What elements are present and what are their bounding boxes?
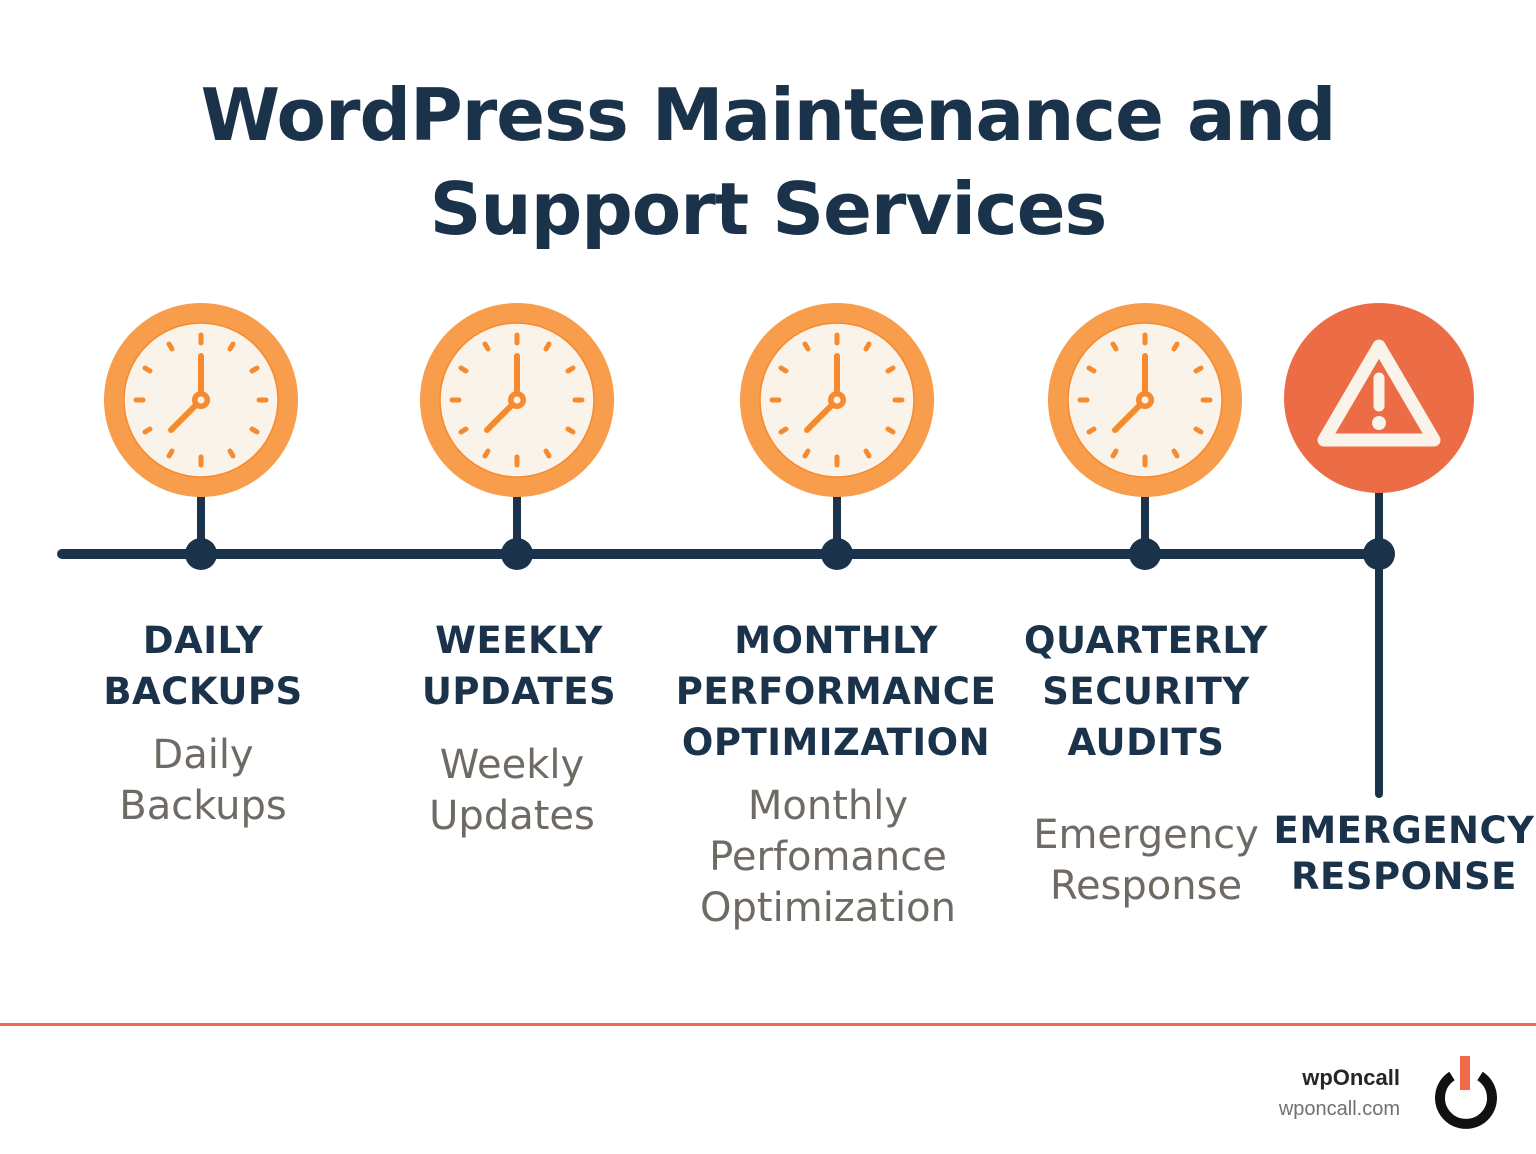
title-line-2: Support Services — [429, 167, 1108, 251]
subtext-line: Weekly — [439, 742, 585, 788]
milestone-subtext-quarterly-security: Emergency Response — [1033, 810, 1259, 912]
brand-block: wpOncall wponcall.com — [1279, 1064, 1400, 1126]
milestone-heading-weekly-updates: WEEKLY UPDATES — [422, 615, 616, 717]
heading-line: AUDITS — [1067, 721, 1225, 764]
milestone-heading-quarterly-security: QUARTERLY SECURITY AUDITS — [1024, 615, 1268, 768]
heading-line: BACKUPS — [103, 670, 303, 713]
heading-line: EMERGENCY — [1273, 809, 1535, 852]
brand-url[interactable]: wponcall.com — [1278, 1098, 1400, 1120]
warning-icon — [1284, 303, 1474, 798]
subtext-line: Response — [1049, 863, 1243, 909]
heading-line: WEEKLY — [435, 619, 603, 662]
subtext-line: Backups — [119, 783, 287, 829]
clock-icon — [1048, 303, 1242, 570]
milestone-heading-monthly-performance: MONTHLY PERFORMANCE OPTIMIZATION — [676, 615, 996, 768]
subtext-line: Monthly — [747, 783, 909, 829]
clock-icon — [420, 303, 614, 570]
milestone-heading-daily-backups: DAILY BACKUPS — [103, 615, 302, 717]
heading-line: UPDATES — [421, 670, 617, 713]
subtext-line: Optimization — [700, 885, 956, 931]
heading-line: DAILY — [142, 619, 264, 662]
heading-line: QUARTERLY — [1024, 619, 1268, 662]
heading-line: OPTIMIZATION — [681, 721, 991, 764]
footer-divider — [0, 1023, 1536, 1026]
subtext-line: Daily — [152, 732, 254, 778]
heading-line: RESPONSE — [1291, 855, 1517, 898]
brand-name: wpOncall — [1302, 1065, 1400, 1090]
milestone-heading-emergency-response: EMERGENCY RESPONSE — [1274, 808, 1535, 900]
clock-icon — [740, 303, 934, 570]
heading-line: SECURITY — [1042, 670, 1250, 713]
page-title: WordPress Maintenance and Support Servic… — [0, 68, 1536, 256]
subtext-line: Emergency — [1033, 812, 1259, 858]
title-line-1: WordPress Maintenance and — [200, 73, 1337, 157]
clock-icon — [104, 303, 298, 570]
milestone-subtext-monthly-performance: Monthly Perfomance Optimization — [700, 781, 956, 934]
heading-line: PERFORMANCE — [675, 670, 997, 713]
heading-line: MONTHLY — [734, 619, 938, 662]
milestone-subtext-weekly-updates: Weekly Updates — [429, 740, 595, 842]
subtext-line: Updates — [429, 793, 595, 839]
timeline-diagram — [57, 303, 1474, 798]
subtext-line: Perfomance — [709, 834, 947, 880]
milestone-subtext-daily-backups: Daily Backups — [119, 730, 286, 832]
power-icon — [1435, 1056, 1497, 1129]
